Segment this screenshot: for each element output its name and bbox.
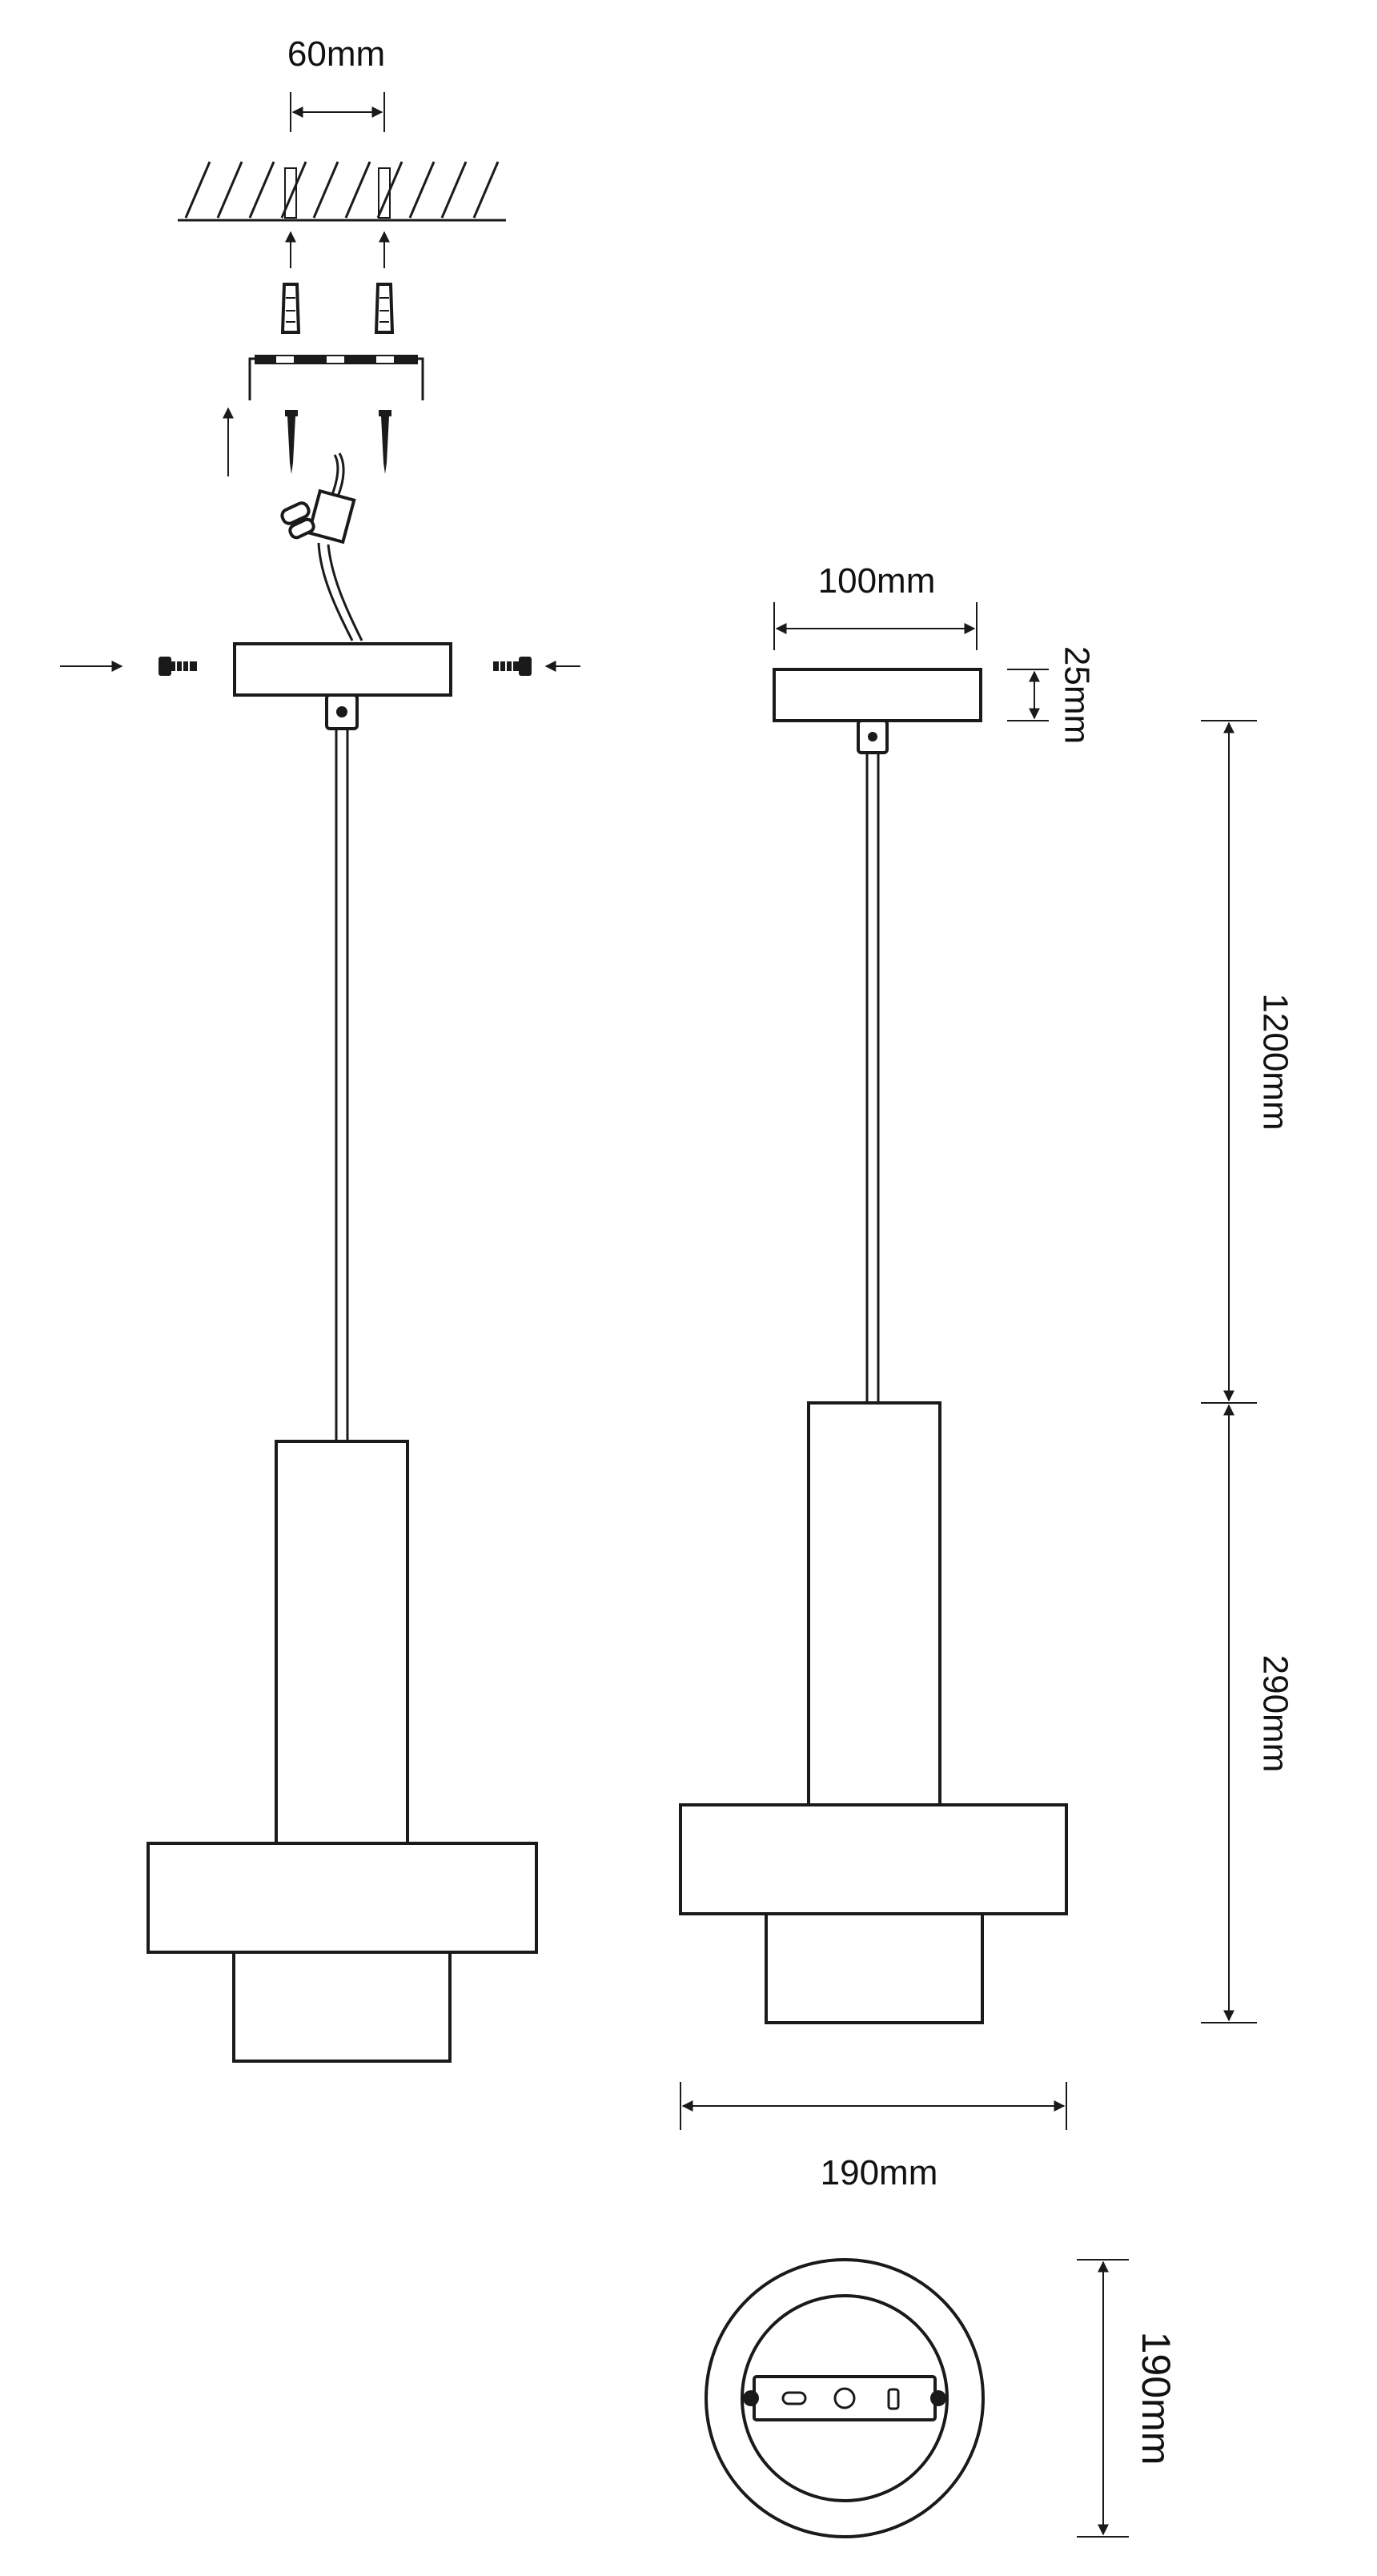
canopy — [233, 642, 452, 697]
canopy-height-dimension: 25mm — [1007, 646, 1096, 744]
canopy-width-label: 100mm — [818, 561, 936, 601]
wall-plug-icon — [280, 283, 301, 334]
bracket-screw-icon — [743, 2390, 759, 2406]
lamp-tube — [807, 1401, 941, 1806]
terminal-block-icon — [280, 452, 363, 641]
canopy-height-label: 25mm — [1057, 646, 1096, 744]
slot-icon — [887, 2388, 900, 2410]
anchor-spacing-label: 60mm — [287, 34, 385, 74]
lamp-height-label: 290mm — [1255, 1655, 1295, 1773]
bracket-screw-icon — [930, 2390, 946, 2406]
lamp-diameter-label: 190mm — [1134, 2332, 1178, 2465]
lamp-diameter-dimension: 190mm — [1077, 2259, 1178, 2538]
top-view — [705, 2258, 985, 2538]
canopy-width-dimension: 100mm — [773, 561, 978, 650]
clamp-screw-icon — [868, 732, 877, 741]
clamp-screw-icon — [336, 706, 347, 717]
lamp-diffuser — [232, 1951, 452, 2063]
screw-icon — [285, 410, 298, 474]
lamp-ring — [147, 1842, 538, 1954]
screw-icon — [379, 410, 391, 474]
lamp-width-label: 190mm — [821, 2153, 938, 2192]
canopy — [773, 668, 982, 722]
lamp-width-dimension: 190mm — [680, 2082, 1067, 2192]
ceiling-hatch — [178, 161, 506, 222]
vertical-dimension: 1200mm 290mm — [1201, 720, 1295, 2023]
installation-view: 60mm — [60, 34, 580, 2063]
side-screw-icon — [159, 657, 197, 676]
slot-icon — [781, 2391, 807, 2405]
lamp-tube — [275, 1440, 409, 1845]
center-hole-icon — [833, 2387, 856, 2409]
lamp-ring — [679, 1803, 1068, 1915]
lamp-diffuser — [765, 1912, 984, 2024]
cable-length-label: 1200mm — [1255, 993, 1295, 1130]
mounting-bracket — [248, 355, 424, 400]
wall-plug-icon — [374, 283, 395, 334]
side-screw-icon — [493, 657, 532, 676]
dimension-view: 100mm 25mm 1200mm 290mm — [679, 561, 1295, 2538]
anchor-spacing-dimension: 60mm — [287, 34, 385, 132]
